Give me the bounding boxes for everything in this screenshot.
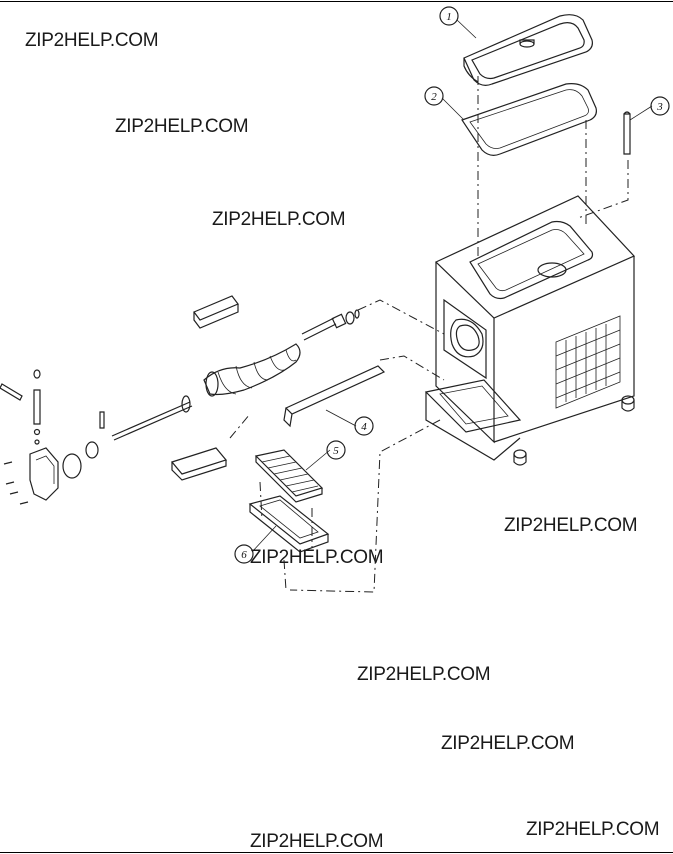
callout-5-number: 5 <box>333 445 339 457</box>
watermark-text: ZIP2HELP.COM <box>115 116 249 137</box>
auger-assembly <box>111 295 360 481</box>
callout-3: 3 <box>650 96 670 116</box>
callout-6: 6 <box>234 544 254 564</box>
callout-4-number: 4 <box>361 421 367 433</box>
drip-tray-part <box>248 495 330 553</box>
watermark-text: ZIP2HELP.COM <box>25 30 159 51</box>
callout-3-number: 3 <box>656 101 663 113</box>
watermark-text: ZIP2HELP.COM <box>441 733 575 754</box>
bottom-border-line <box>0 852 673 853</box>
callout-2: 2 <box>424 86 444 106</box>
machine-body <box>424 195 636 466</box>
gasket-part <box>461 83 597 156</box>
callout-2-number: 2 <box>431 91 437 103</box>
assembly-lines <box>229 76 629 593</box>
watermark-text: ZIP2HELP.COM <box>526 819 660 840</box>
callout-1: 1 <box>439 6 459 26</box>
faucet-assembly <box>0 369 105 505</box>
watermark-text: ZIP2HELP.COM <box>250 547 384 568</box>
watermark-text: ZIP2HELP.COM <box>504 515 638 536</box>
callout-leaders <box>251 19 653 553</box>
callout-5: 5 <box>326 440 346 460</box>
watermark-text: ZIP2HELP.COM <box>250 831 384 852</box>
callout-4: 4 <box>354 416 374 436</box>
callout-1-number: 1 <box>446 11 452 23</box>
drip-grate-part <box>254 449 324 503</box>
watermark-text: ZIP2HELP.COM <box>212 209 346 230</box>
watermark-text: ZIP2HELP.COM <box>357 664 491 685</box>
rod-part <box>623 111 631 155</box>
callout-6-number: 6 <box>241 549 247 561</box>
tray-rail-part <box>283 365 386 428</box>
top-border-line <box>0 1 673 2</box>
lid-part <box>463 14 593 86</box>
